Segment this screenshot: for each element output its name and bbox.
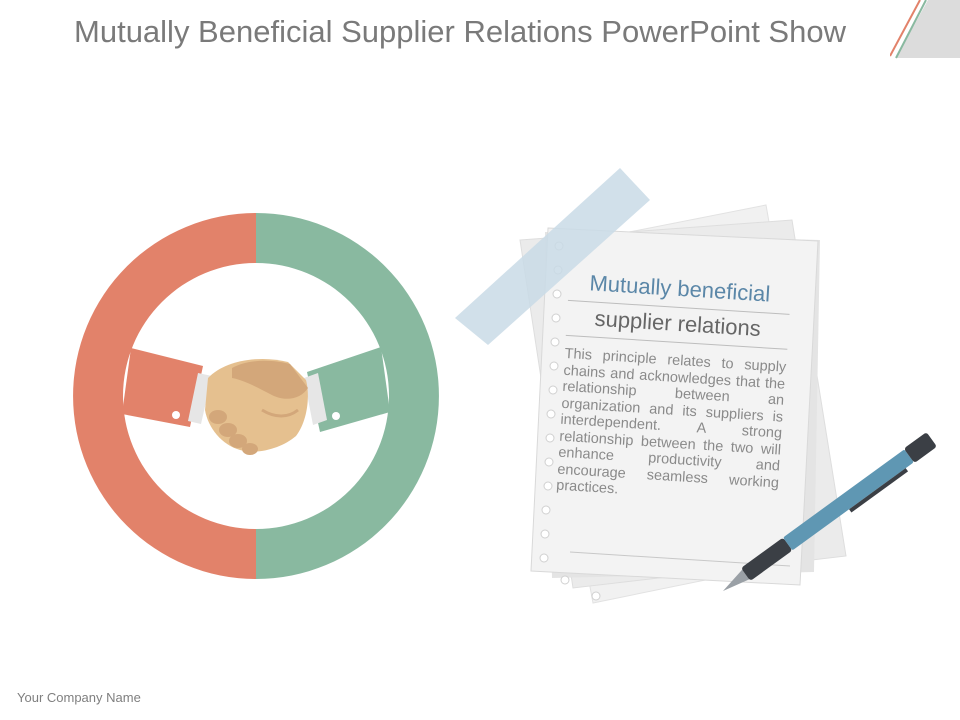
footer-company-name: Your Company Name xyxy=(17,690,141,705)
note-body: This principle relates to supply chains … xyxy=(555,345,787,498)
page-corner-icon xyxy=(890,0,960,59)
note-heading-line2: supplier relations xyxy=(593,305,762,342)
notepad-pen-icon xyxy=(455,168,936,604)
note-text-block: Mutually beneficial supplier relations T… xyxy=(556,268,792,508)
slide-title: Mutually Beneficial Supplier Relations P… xyxy=(74,14,846,49)
handshake-ring-icon xyxy=(73,213,439,579)
